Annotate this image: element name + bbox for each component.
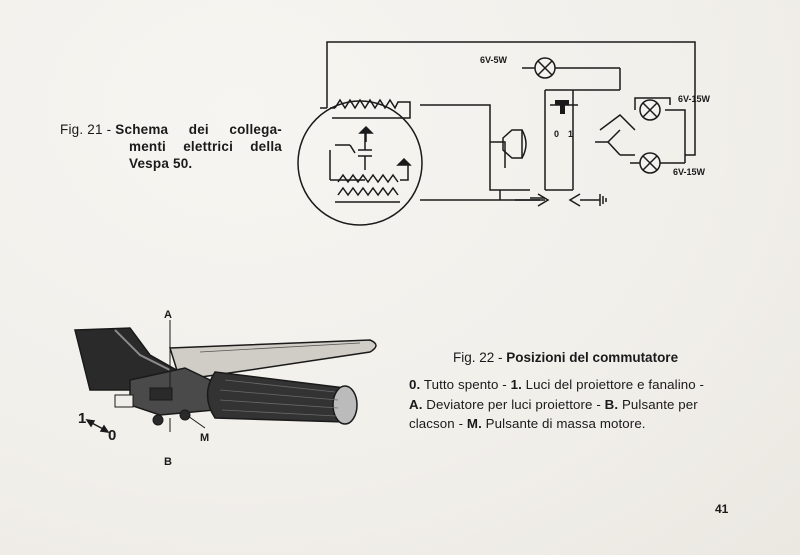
label-switch-1: 1	[568, 129, 573, 139]
grip	[206, 371, 354, 423]
label-A: A	[164, 309, 172, 321]
horn-symbol	[502, 129, 523, 159]
label-B: B	[164, 456, 172, 468]
label-bulb-5w: 6V-5W	[480, 55, 508, 65]
fig22-caption: Fig. 22 - Posizioni del commutatore	[453, 350, 678, 365]
fig21-title-word: elettrici	[183, 139, 234, 154]
legend-line: clacson - M. Pulsante di massa motore.	[409, 416, 646, 431]
fig21-title-word: Vespa 50.	[129, 156, 193, 171]
legend-line: 0. Tutto spento - 1. Luci del proiettore…	[409, 377, 705, 392]
fig21-title-word: dei	[188, 122, 209, 137]
wiring-diagram: 6V-5W 6V-15W 6V-15W 0 1	[297, 41, 711, 226]
fig22-legend: 0. Tutto spento - 1. Luci del proiettore…	[409, 375, 739, 434]
page-number: 41	[715, 502, 729, 516]
fig21-title-word: Schema	[115, 122, 169, 137]
fig21-caption: Fig. 21 - Schema dei collega- menti elet…	[60, 121, 282, 172]
fig21-title-word: menti	[129, 139, 167, 154]
label-M: M	[200, 432, 209, 444]
fig21-title-word: collega-	[229, 122, 282, 137]
fig21-title-word: della	[250, 139, 282, 154]
label-switch-0: 0	[554, 129, 559, 139]
fig21-label: Fig. 21 -	[60, 122, 112, 137]
label-0: 0	[108, 427, 116, 444]
handlebar-illustration: A B M 1 0	[74, 309, 377, 468]
fig22-title: Posizioni del commutatore	[506, 350, 679, 365]
legend-line: A. Deviatore per luci proiettore - B. Pu…	[409, 396, 698, 412]
coil-top	[334, 98, 405, 110]
label-bulb-15w-top: 6V-15W	[678, 94, 711, 104]
label-bulb-15w-bottom: 6V-15W	[673, 167, 706, 177]
coil-bottom	[337, 173, 399, 184]
fig22-label: Fig. 22 -	[453, 350, 503, 365]
label-1: 1	[78, 410, 86, 427]
